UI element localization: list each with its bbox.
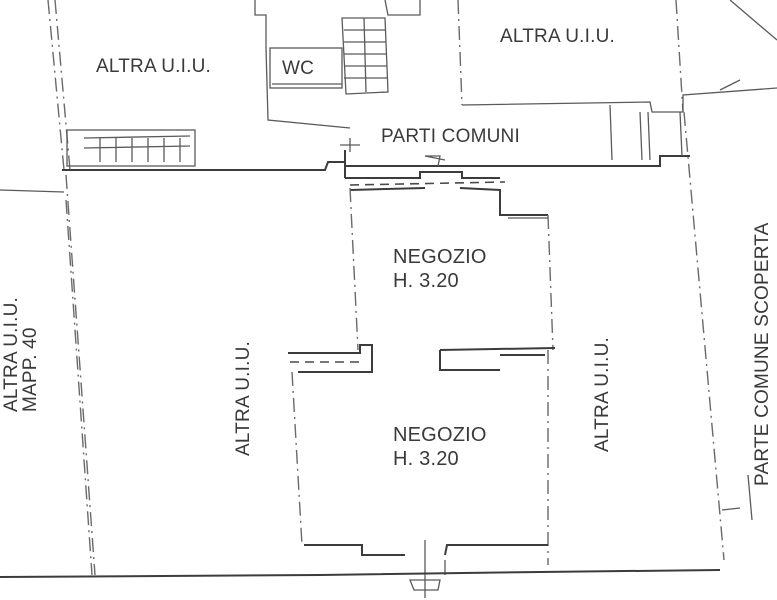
stair-left (66, 129, 196, 167)
upper-separation-wall (62, 138, 690, 178)
left-boundary-walls (0, 0, 96, 576)
middle-partition (288, 344, 556, 565)
label-altra-uiu-right-center: ALTRA U.I.U. (592, 336, 613, 452)
room-height: H. 3.20 (393, 448, 459, 470)
room-negozio-upper: NEGOZIO H. 3.20 (393, 245, 487, 293)
label-wc: WC (282, 58, 315, 79)
room-negozio-lower: NEGOZIO H. 3.20 (393, 423, 487, 471)
right-boundary (683, 111, 753, 561)
label-altra-uiu-mapp-line2: MAPP. 40 (20, 327, 41, 412)
negozio-upper-walls (345, 171, 554, 351)
room-height: H. 3.20 (393, 270, 459, 292)
bottom-boundary (0, 569, 721, 578)
label-parti-comuni: PARTI COMUNI (381, 126, 520, 147)
negozio-lower-walls (291, 371, 548, 598)
parti-comuni-corridor (424, 104, 683, 167)
room-name: NEGOZIO (393, 246, 487, 268)
label-altra-uiu-left-center: ALTRA U.I.U. (233, 340, 254, 456)
label-altra-uiu-top-left: ALTRA U.I.U. (96, 56, 212, 77)
left-center-wall (65, 199, 93, 576)
label-altra-uiu-mapp-40: ALTRA U.I.U. MAPP. 40 (1, 296, 41, 412)
room-name: NEGOZIO (393, 424, 487, 446)
label-altra-uiu-mapp-line1: ALTRA U.I.U. (1, 296, 22, 412)
label-altra-uiu-top-right: ALTRA U.I.U. (500, 26, 616, 47)
label-parte-comune-scoperta: PARTE COMUNE SCOPERTA (752, 222, 773, 486)
wc-and-stairs (254, 0, 421, 129)
upper-right-unit (457, 0, 777, 113)
